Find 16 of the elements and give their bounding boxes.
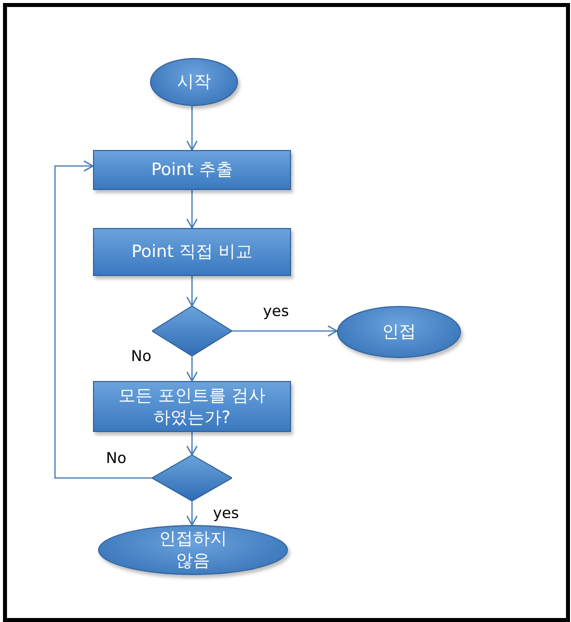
arrow xyxy=(186,190,198,229)
process-box: Point 추출 xyxy=(93,150,291,190)
arrow xyxy=(186,432,198,456)
process-box: 모든 포인트를 검사 하였는가? xyxy=(93,381,291,432)
arrow xyxy=(186,356,198,382)
process-box: Point 직접 비교 xyxy=(93,228,291,276)
terminal-ellipse: 인접하지 않음 xyxy=(98,525,288,575)
decision-diamond xyxy=(152,306,232,356)
decision-diamond xyxy=(152,455,232,501)
arrow xyxy=(186,106,198,151)
arrow xyxy=(54,160,152,479)
terminal-ellipse: 시작 xyxy=(150,58,238,106)
arrow xyxy=(186,501,198,526)
arrow xyxy=(232,325,338,337)
terminal-ellipse: 인접 xyxy=(337,306,461,358)
arrow xyxy=(186,276,198,307)
